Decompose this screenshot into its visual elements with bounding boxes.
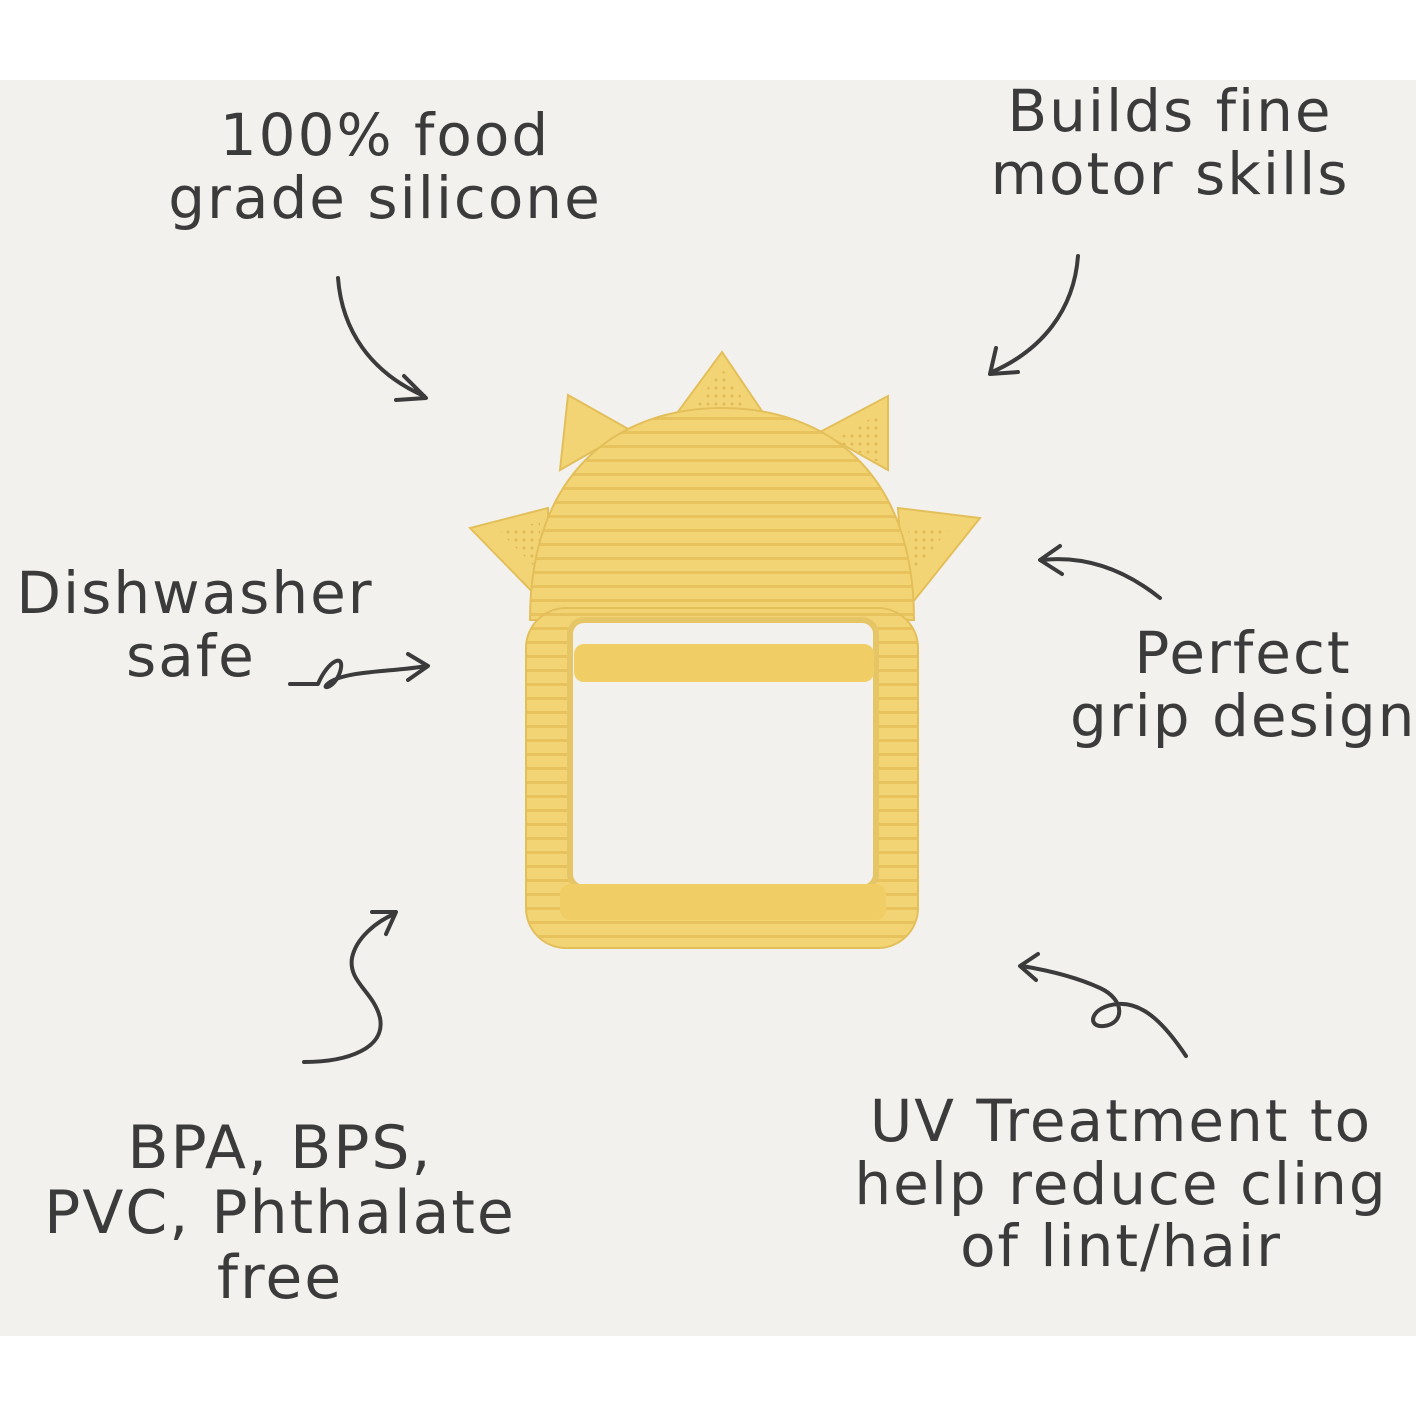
feature-food-grade-line1: 100% food	[219, 101, 551, 169]
feature-dishwasher-line1: Dishwasher	[16, 559, 374, 627]
feature-uv-line3: of lint/hair	[960, 1212, 1282, 1281]
sun-teether-icon	[468, 350, 982, 949]
arrow-bpa-icon	[302, 910, 398, 1064]
arrow-dishwasher-icon	[288, 652, 430, 690]
feature-food-grade-line2: grade silicone	[168, 163, 602, 232]
feature-dishwasher: Dishwasher safe	[0, 562, 390, 687]
feature-uv-line1: UV Treatment to	[869, 1087, 1373, 1155]
feature-bpa-free-line1: BPA, BPS,	[127, 1113, 433, 1183]
arrow-grip-icon	[1038, 544, 1162, 600]
feature-fine-motor: Builds fine motor skills	[960, 80, 1380, 205]
feature-food-grade: 100% food grade silicone	[150, 104, 620, 229]
arrow-fine-motor-icon	[988, 254, 1080, 376]
feature-fine-motor-line2: motor skills	[990, 139, 1350, 208]
feature-bpa-free-line3: free	[216, 1242, 344, 1313]
arrow-uv-icon	[1018, 952, 1188, 1058]
feature-dishwasher-line2: safe	[126, 621, 256, 690]
feature-uv-line2: help reduce cling	[854, 1149, 1388, 1218]
feature-bpa-free-line2: PVC, Phthalate	[44, 1177, 516, 1248]
feature-grip-line2: grip design	[1070, 681, 1416, 750]
arrow-food-grade-icon	[336, 276, 428, 402]
feature-uv: UV Treatment to help reduce cling of lin…	[836, 1090, 1406, 1278]
feature-fine-motor-line1: Builds fine	[1007, 77, 1333, 145]
feature-grip: Perfect grip design	[1070, 622, 1416, 747]
feature-bpa-free: BPA, BPS, PVC, Phthalate free	[30, 1116, 530, 1310]
feature-grip-line1: Perfect	[1134, 619, 1352, 687]
